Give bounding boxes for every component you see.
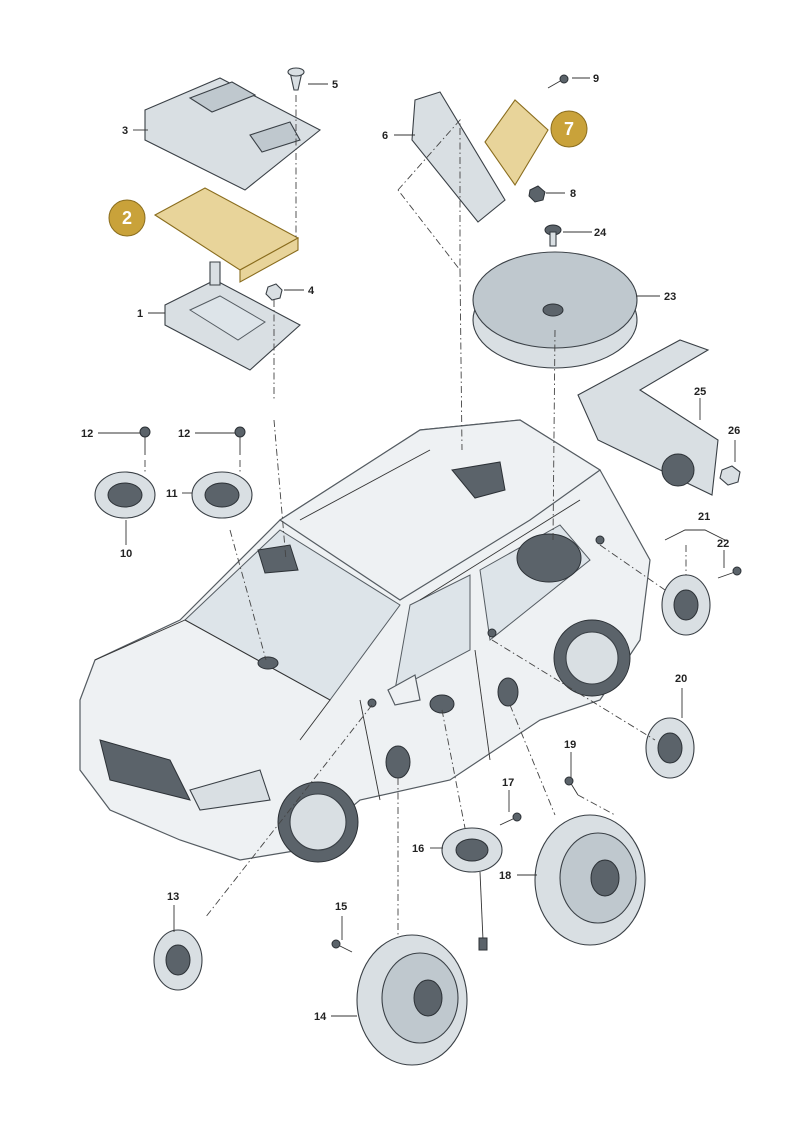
badge-7[interactable]: 7 <box>550 110 588 148</box>
part-16-midrange <box>441 827 503 951</box>
label-24: 24 <box>594 227 607 239</box>
label-26: 26 <box>728 425 740 437</box>
part-24-screw <box>544 224 562 247</box>
label-21: 21 <box>698 511 710 523</box>
part-5-clip <box>287 67 305 91</box>
label-10: 10 <box>120 548 132 560</box>
part-19-screw <box>564 776 579 796</box>
part-15-screw <box>331 939 353 953</box>
label-13: 13 <box>167 891 179 903</box>
badge-2-text: 2 <box>122 208 132 228</box>
label-5: 5 <box>332 79 338 91</box>
car-body <box>79 419 651 863</box>
label-8: 8 <box>570 188 576 200</box>
part-11-tweeter <box>191 471 253 519</box>
label-15: 15 <box>335 901 347 913</box>
part-17-screw <box>499 812 522 826</box>
label-4: 4 <box>308 285 315 297</box>
label-6: 6 <box>382 130 388 142</box>
part-25-enclosure <box>577 339 719 496</box>
part-4-nut <box>265 283 283 301</box>
label-17: 17 <box>502 777 514 789</box>
label-25: 25 <box>694 386 706 398</box>
part-2-amplifier <box>153 187 300 283</box>
part-23-subwoofer <box>472 251 638 369</box>
connection-lines <box>144 95 687 935</box>
part-13-speaker <box>153 929 203 991</box>
leader-lines <box>98 77 736 1017</box>
part-26-nut <box>719 465 741 486</box>
part-22-screw <box>717 566 742 579</box>
label-14: 14 <box>314 1011 327 1023</box>
part-3-cover <box>144 77 322 191</box>
part-14-woofer <box>356 934 468 1066</box>
label-1: 1 <box>137 308 143 320</box>
label-16: 16 <box>412 843 424 855</box>
part-20-speaker <box>645 717 695 779</box>
label-19: 19 <box>564 739 576 751</box>
label-23: 23 <box>664 291 676 303</box>
part-labels: 3 1 4 5 6 8 9 10 11 12 12 13 14 15 16 17… <box>81 73 740 1023</box>
label-12-left: 12 <box>81 428 93 440</box>
part-9-screw <box>547 74 569 89</box>
badge-7-text: 7 <box>564 119 574 139</box>
label-3: 3 <box>122 125 128 137</box>
label-12-right: 12 <box>178 428 190 440</box>
label-11: 11 <box>166 488 178 500</box>
label-22: 22 <box>717 538 729 550</box>
part-8-nut <box>528 185 546 203</box>
part-12-screws <box>139 426 246 455</box>
part-1-bracket <box>164 261 301 371</box>
part-7-module <box>484 99 549 187</box>
part-21-speaker <box>661 574 711 636</box>
part-18-woofer <box>534 814 646 946</box>
label-20: 20 <box>675 673 687 685</box>
label-18: 18 <box>499 870 511 882</box>
part-6-bracket <box>411 91 506 223</box>
part-10-tweeter <box>94 471 156 519</box>
badge-2[interactable]: 2 <box>108 199 146 237</box>
label-9: 9 <box>593 73 599 85</box>
